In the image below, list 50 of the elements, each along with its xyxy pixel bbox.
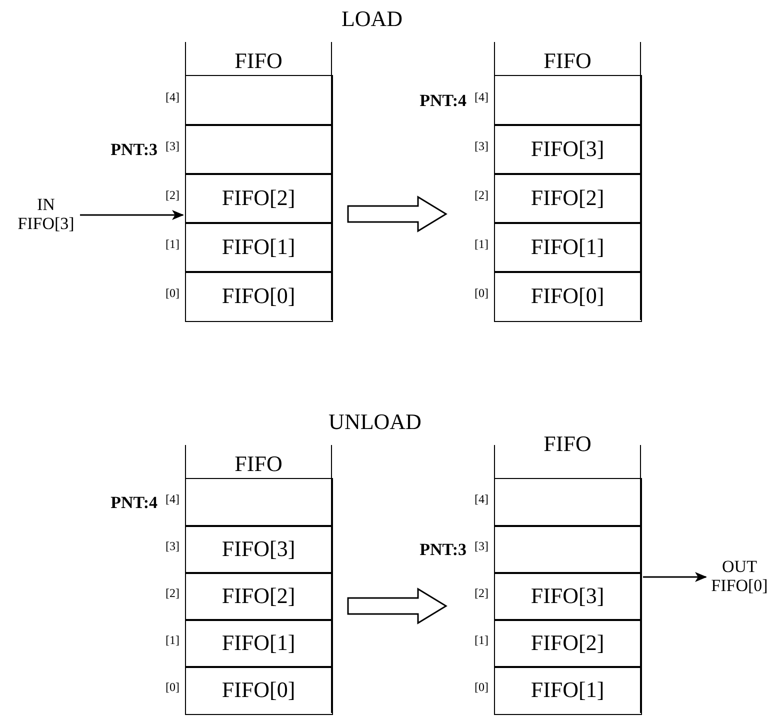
cell-value: FIFO[3] — [530, 138, 604, 160]
index-label: [3] — [166, 140, 180, 152]
index-label: [2] — [166, 587, 180, 600]
index-label: [0] — [166, 681, 180, 694]
index-label: [1] — [474, 634, 488, 646]
stack-heading: FIFO — [234, 50, 284, 72]
cell-value: FIFO[1] — [222, 632, 296, 654]
section-heading: LOAD — [341, 8, 403, 30]
cell-value: FIFO[1] — [222, 236, 296, 258]
hollow-arrow — [347, 588, 448, 624]
index-label: [1] — [166, 238, 180, 250]
io-text: IN FIFO[3] — [14, 196, 78, 234]
index-label: [4] — [166, 91, 180, 104]
io-text: OUT FIFO[0] — [708, 558, 771, 596]
cell-value: FIFO[0] — [530, 285, 604, 308]
index-label: [4] — [474, 493, 488, 506]
cell-value: FIFO[0] — [222, 679, 296, 702]
cell-value: FIFO[2] — [530, 632, 604, 654]
section-heading: UNLOAD — [328, 411, 422, 433]
cell-value: FIFO[1] — [530, 679, 604, 702]
cell-value: FIFO[3] — [530, 585, 604, 608]
index-label: [0] — [166, 287, 180, 300]
hollow-arrow — [347, 196, 448, 232]
index-label: [1] — [166, 634, 180, 646]
cell-value: FIFO[3] — [222, 538, 296, 560]
arrow — [643, 572, 707, 582]
stack-heading: FIFO — [542, 433, 592, 455]
index-label: [2] — [474, 189, 488, 202]
index-label: [1] — [474, 238, 488, 250]
index-label: [4] — [166, 493, 180, 506]
stack-heading: FIFO — [234, 453, 284, 475]
pointer-label: PNT:4 — [110, 494, 158, 511]
index-label: [0] — [474, 287, 488, 300]
index-label: [3] — [474, 540, 488, 552]
cell-value: FIFO[1] — [530, 236, 604, 258]
stack-heading: FIFO — [542, 50, 592, 72]
pointer-label: PNT:4 — [420, 92, 466, 109]
pointer-label: PNT:3 — [420, 540, 466, 558]
index-label: [3] — [166, 540, 180, 552]
arrow — [80, 210, 184, 220]
index-label: [3] — [474, 140, 488, 152]
cell-value: FIFO[0] — [222, 285, 296, 308]
index-label: [4] — [474, 91, 488, 104]
cell-value: FIFO[2] — [222, 187, 296, 210]
pointer-label: PNT:3 — [110, 140, 158, 158]
index-label: [2] — [474, 587, 488, 600]
cell-value: FIFO[2] — [530, 187, 604, 210]
index-label: [2] — [166, 189, 180, 202]
cell-value: FIFO[2] — [222, 585, 296, 608]
index-label: [0] — [474, 681, 488, 694]
